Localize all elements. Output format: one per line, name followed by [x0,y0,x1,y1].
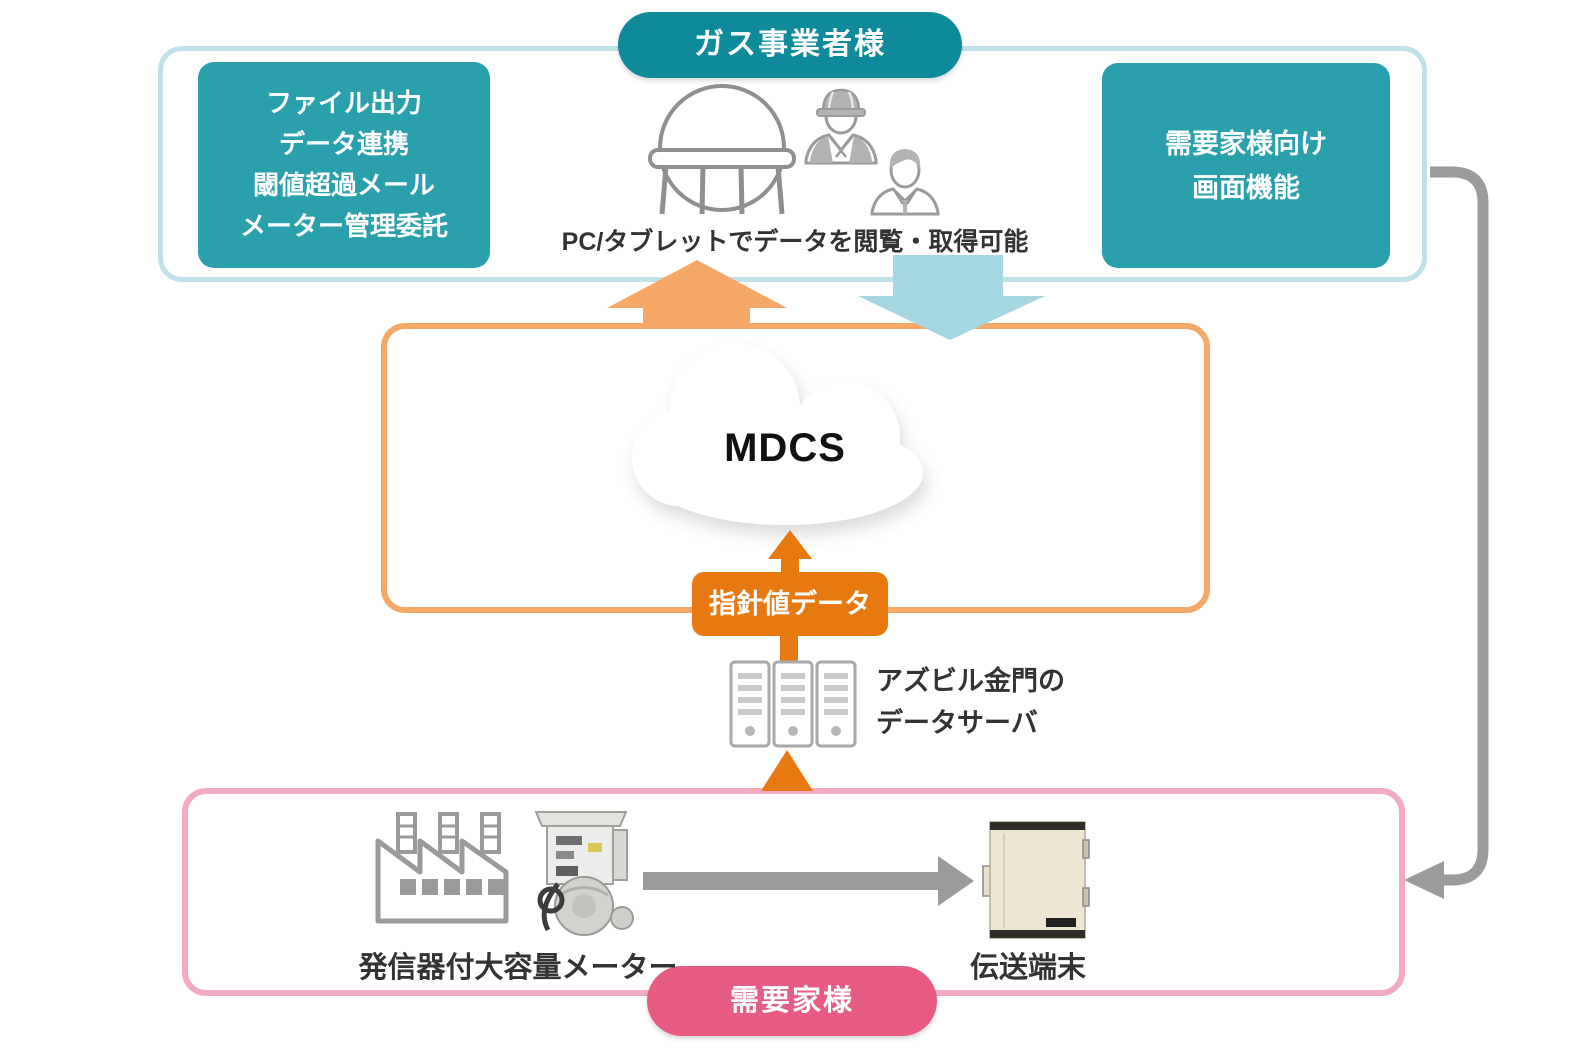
feature-line: ファイル出力 [265,88,422,118]
feature-line: メーター管理委託 [239,211,448,241]
pc-tablet-caption: PC/タブレットでデータを閲覧・取得可能 [561,228,1029,256]
return-flow-arrow [1404,166,1489,899]
worker-icon [804,88,878,165]
transmission-terminal-image [982,821,1090,939]
customer-pill: 需要家様 [647,966,937,1036]
feature-line: データ連携 [278,129,409,159]
feature-line: 需要家様向け [1165,128,1327,159]
terminal-label: 伝送端末 [969,952,1086,984]
gas-meter-image [534,811,634,936]
businessman-icon [870,149,940,216]
download-arrow [858,255,1045,340]
server-caption-line1: アズビル金門の [876,666,1065,696]
operator-features-box: ファイル出力 データ連携 閾値超過メール メーター管理委託 [198,62,490,268]
meter-label: 発信器付大容量メーター [358,952,678,984]
factory-icon [375,812,509,924]
reading-data-up-arrow [768,530,812,666]
customer-screen-box: 需要家様向け 画面機能 [1102,63,1390,268]
gas-holder-icon [648,84,796,215]
cloud-label: MDCS [724,426,846,470]
server-icon [729,660,857,748]
flow-arrow [643,856,974,906]
feature-line: 画面機能 [1192,172,1300,203]
server-caption: アズビル金門の データサーバ [876,660,1106,744]
reading-data-label: 指針値データ [692,572,888,636]
upload-arrow [607,260,787,326]
gas-operator-pill: ガス事業者様 [618,12,962,78]
cloud-icon [632,343,923,525]
feature-line: 閾値超過メール [252,170,435,200]
server-caption-line2: データサーバ [876,708,1038,738]
server-up-arrow [761,750,813,791]
